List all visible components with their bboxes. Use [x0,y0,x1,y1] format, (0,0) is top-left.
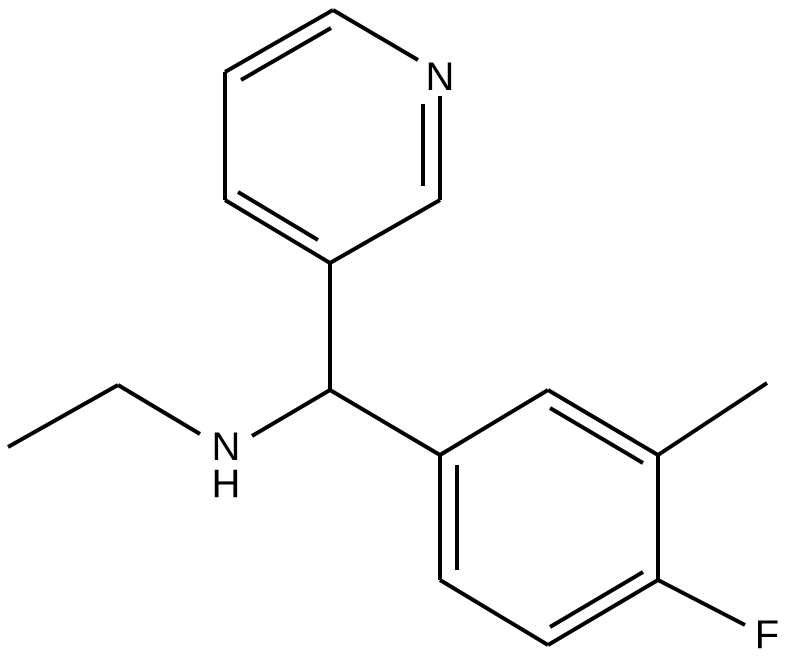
bond-pyridine-c3-c4 [223,198,332,265]
bond-pyridine-c6-n1 [331,8,420,62]
bond-phenyl-c1-c2 [438,388,550,457]
bond-pyridine-c2-c3 [329,198,441,265]
phenyl-ring [438,388,660,647]
bond-pyridine-c5-c6 [224,8,334,74]
bond-pyridine-c4-c4-inner [236,190,320,242]
bond-methine-aryl [328,388,442,457]
pyridine-nitrogen-label: N [426,55,455,99]
bond-phenyl-c2-c3 [546,388,660,457]
bond-phenyl-c4-c5-inner [548,570,645,629]
bond-phenyl-c4-c5 [546,578,660,647]
bond-amine-ch2 [116,383,202,436]
bond-methyl [656,381,769,457]
pyridine-ring [223,8,442,265]
fluorine-label: F [755,613,779,657]
bond-phenyl-c5-c6 [438,578,550,647]
bond-methine-amine [250,388,332,438]
ethyl-group [7,383,202,449]
amine-nitrogen-label: N [212,425,241,469]
bond-fluorine [657,578,746,627]
amine-hydrogen-label: H [212,462,241,506]
bond-ch2-ch3 [7,383,119,449]
bond-pyridine-c5-c6-inner [239,26,333,82]
bond-phenyl-c2-c3-inner [548,406,645,465]
